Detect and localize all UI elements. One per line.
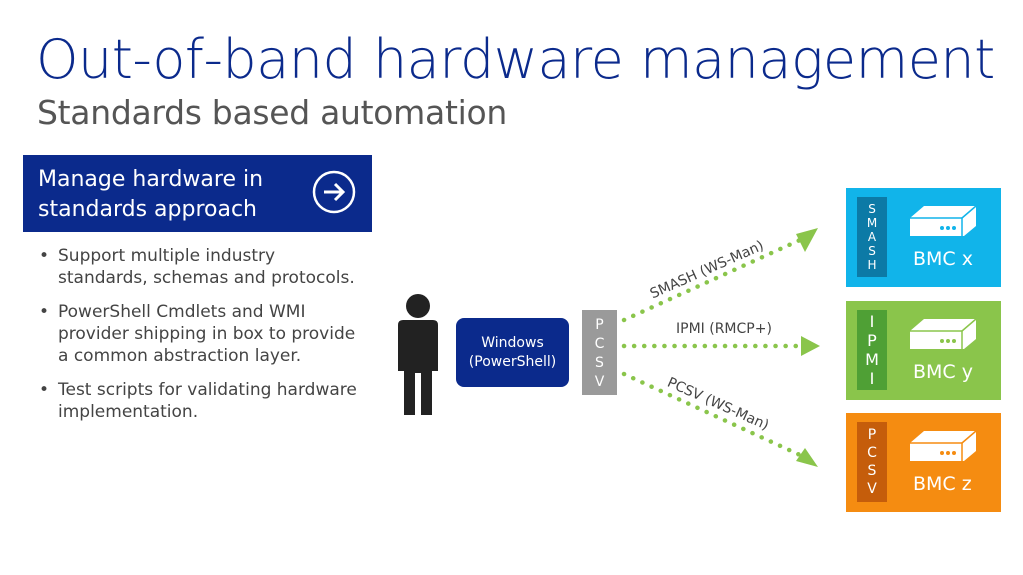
bullet-line: Test scripts for validating hardware xyxy=(58,380,357,400)
bullet-item: Test scripts for validating hardware imp… xyxy=(37,379,367,423)
bullet-item: Support multiple industry standards, sch… xyxy=(37,245,367,289)
ipmi-arrowhead xyxy=(801,336,820,356)
page-subtitle: Standards based automation xyxy=(37,93,507,132)
pcsv-protocol-strip: P C S V xyxy=(857,422,887,502)
protocol-letter: M xyxy=(865,350,879,369)
pcsv-letter: P xyxy=(595,317,604,333)
protocol-letter: C xyxy=(867,445,877,461)
bullet-line: Support multiple industry xyxy=(58,246,276,266)
pcsv-box: P C S V xyxy=(582,310,617,395)
page-title: Out-of-band hardware management xyxy=(36,28,995,91)
protocol-letter: S xyxy=(868,244,876,258)
bullet-item: PowerShell Cmdlets and WMI provider ship… xyxy=(37,301,367,367)
ipmi-connection-label: IPMI (RMCP+) xyxy=(676,321,772,337)
pcsv-letter: V xyxy=(594,374,605,390)
powershell-label: (PowerShell) xyxy=(468,353,557,370)
bmc-x-box: S M A S H BMC x xyxy=(846,188,1001,287)
protocol-letter: P xyxy=(867,331,877,350)
windows-powershell-box: Windows (PowerShell) xyxy=(456,318,569,387)
bmc-x-label: BMC x xyxy=(913,248,973,270)
windows-label: Windows xyxy=(481,334,544,351)
protocol-letter: P xyxy=(867,427,877,443)
protocol-letter: S xyxy=(867,463,877,479)
bullet-line: a common abstraction layer. xyxy=(58,346,302,366)
bullet-line: implementation. xyxy=(58,402,199,422)
bmc-y-box: I P M I BMC y xyxy=(846,301,1001,400)
callout-line: standards approach xyxy=(38,197,257,222)
pcsv-connection-label: PCSV (WS-Man) xyxy=(664,374,772,434)
pcsv-letter: S xyxy=(595,355,604,371)
protocol-letter: M xyxy=(866,216,878,230)
protocol-letter: I xyxy=(869,369,875,388)
bullet-line: provider shipping in box to provide xyxy=(58,324,356,344)
server-icon xyxy=(910,318,977,349)
pcsv-arrowhead xyxy=(796,448,818,467)
smash-arrowhead xyxy=(796,228,818,252)
person-icon xyxy=(398,294,438,415)
callout-banner[interactable]: Manage hardware in standards approach xyxy=(23,155,372,232)
pcsv-letter: C xyxy=(594,336,605,352)
bullet-line: standards, schemas and protocols. xyxy=(58,268,355,288)
protocol-letter: S xyxy=(868,202,876,216)
callout-line: Manage hardware in xyxy=(38,167,264,192)
pcsv-connection-line xyxy=(621,371,803,458)
server-icon xyxy=(910,205,977,236)
protocol-letter: I xyxy=(869,312,875,331)
bullet-line: PowerShell Cmdlets and WMI xyxy=(58,302,306,322)
smash-connection-label: SMASH (WS-Man) xyxy=(647,237,767,303)
smash-connection-line xyxy=(621,237,803,323)
bmc-z-label: BMC z xyxy=(913,473,972,495)
arrow-right-circle-icon[interactable] xyxy=(312,170,356,214)
bmc-y-label: BMC y xyxy=(913,361,973,383)
protocol-letter: H xyxy=(867,258,877,272)
smash-protocol-strip: S M A S H xyxy=(857,197,887,277)
bullet-list: Support multiple industry standards, sch… xyxy=(37,245,367,435)
ipmi-protocol-strip: I P M I xyxy=(857,310,887,390)
protocol-letter: A xyxy=(867,230,877,244)
callout-text: Manage hardware in standards approach xyxy=(38,165,288,225)
server-icon xyxy=(910,430,977,461)
protocol-letter: V xyxy=(867,481,877,497)
bmc-z-box: P C S V BMC z xyxy=(846,413,1001,512)
